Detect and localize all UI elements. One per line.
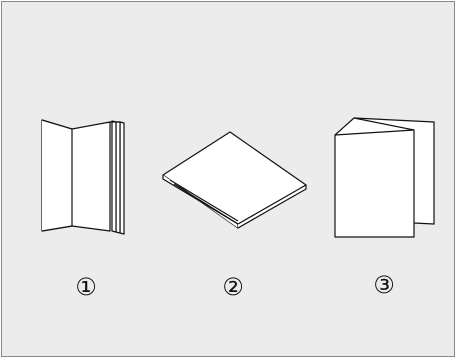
booklet-upright-illustration: [42, 120, 124, 234]
item-number-2: ②: [220, 274, 246, 300]
item-number-3: ③: [371, 272, 397, 298]
booklet-flat-illustration: [163, 132, 306, 228]
item-number-1: ①: [73, 274, 99, 300]
leaflet-illustration: [335, 118, 434, 237]
